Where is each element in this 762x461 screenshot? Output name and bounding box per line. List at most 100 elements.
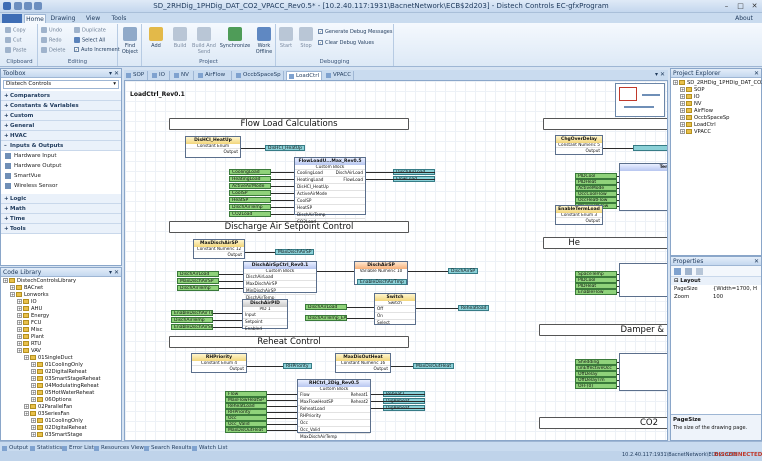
tab-output[interactable]: Output: [0, 444, 28, 452]
expand-icon[interactable]: +: [10, 292, 15, 297]
block-damper-right[interactable]: [619, 353, 667, 391]
wire-tag[interactable]: EnableDischAirTmp: [171, 310, 213, 316]
code-library-item[interactable]: +03SeriesFan: [3, 411, 119, 418]
paste-button[interactable]: Paste: [5, 47, 27, 54]
tag-maxdisoutheat[interactable]: MaxDisOutHeat: [413, 363, 455, 369]
wire-tag[interactable]: Shedding: [575, 359, 617, 365]
block-port[interactable]: Input: [243, 311, 287, 318]
toolbox-item-smartvue[interactable]: SmartVue: [1, 171, 121, 181]
stop-debug-button[interactable]: Stop: [296, 27, 316, 49]
block-port[interactable]: ReheatLoad: [298, 405, 370, 412]
wire-tag[interactable]: ActiveAirMode: [229, 183, 271, 189]
toolbox-category-comparators[interactable]: +Comparators: [1, 91, 121, 101]
wire-tag[interactable]: Occ_Valid: [225, 421, 267, 427]
project-item[interactable]: +IO: [673, 94, 759, 101]
undo-icon[interactable]: [24, 2, 32, 10]
wire-tag[interactable]: ReheatLoad: [225, 403, 267, 409]
wire-tag[interactable]: OccHeatFlow: [575, 197, 617, 203]
block-dischairspctrl[interactable]: DischAirSpCtrl_Rev0.1 Custom Block Disch…: [243, 261, 317, 300]
tag-rhpriority[interactable]: RHPriority: [283, 363, 312, 369]
tag-dishci-heatup[interactable]: DisHCI_HeatUp: [265, 145, 305, 151]
find-object-button[interactable]: Find Object: [116, 27, 144, 55]
tab-drawing[interactable]: Drawing: [50, 15, 76, 22]
toolbox-item-hardware-input[interactable]: Hardware Input: [1, 151, 121, 161]
expand-icon[interactable]: +: [31, 397, 36, 402]
add-button[interactable]: Add: [142, 27, 170, 49]
block-port[interactable]: Enabled: [243, 325, 287, 332]
block-port[interactable]: CoolSP: [295, 197, 365, 204]
wire-tag[interactable]: CoolingLoad: [229, 169, 271, 175]
tag-enabledischairtmp[interactable]: EnableDischAirTmp: [357, 279, 407, 285]
wire-tag[interactable]: SpaceTemp: [575, 271, 617, 277]
code-library-item[interactable]: +Plant: [3, 334, 119, 341]
code-library-item[interactable]: +04ModulatingReheat: [3, 383, 119, 390]
pin-icon[interactable]: ✕: [753, 70, 759, 77]
block-port[interactable]: Setpoint: [243, 318, 287, 325]
expand-icon[interactable]: +: [17, 341, 22, 346]
wire-tag[interactable]: Flow: [225, 391, 267, 397]
expand-icon[interactable]: +: [680, 87, 685, 92]
expand-icon[interactable]: +: [31, 362, 36, 367]
project-item[interactable]: +VPACC: [673, 129, 759, 136]
categorized-icon[interactable]: [674, 268, 681, 275]
pin-icon[interactable]: ▾ ✕: [109, 269, 119, 276]
toolbox-item-hardware-output[interactable]: Hardware Output: [1, 161, 121, 171]
block-port[interactable]: Occ_Valid: [298, 426, 370, 433]
block-enabletermload[interactable]: EnableTermLoad Constant Enum 3 Output: [555, 205, 603, 225]
block-port[interactable]: DischAirTemp: [295, 211, 365, 218]
expand-icon[interactable]: +: [17, 313, 22, 318]
alphabetical-icon[interactable]: [684, 268, 692, 275]
wire-tag[interactable]: DischAirTemp: [171, 317, 213, 323]
minimize-button[interactable]: –: [724, 2, 729, 10]
block-port[interactable]: Occ: [298, 419, 370, 426]
tag-maxdischairsp[interactable]: MaxDischAirSP: [275, 249, 315, 255]
expand-icon[interactable]: +: [17, 327, 22, 332]
wire-tag[interactable]: OffDelayTm: [575, 377, 617, 383]
doc-tab-occbspacesp[interactable]: OccbSpaceSp: [234, 71, 284, 80]
expand-icon[interactable]: +: [24, 404, 29, 409]
block-port[interactable]: Select: [375, 319, 415, 326]
clear-debug-values-checkbox[interactable]: ✓Clear Debug Values: [318, 40, 375, 46]
toolbox-category-logic[interactable]: +Logic: [1, 194, 121, 204]
minimap[interactable]: [615, 83, 665, 117]
close-tab-icon[interactable]: ▾ ✕: [655, 71, 665, 78]
expand-icon[interactable]: +: [31, 383, 36, 388]
cut-button[interactable]: Cut: [5, 37, 22, 44]
code-library-item[interactable]: +01SingleDuct: [3, 355, 119, 362]
work-offline-button[interactable]: Work Offline: [250, 27, 278, 55]
redo-icon[interactable]: [34, 2, 42, 10]
project-item[interactable]: +SD_2RHDig_1PHDig_DAT_CO2: [673, 80, 762, 87]
tab-watch-list[interactable]: Watch List: [190, 444, 228, 452]
toolbox-category-tools[interactable]: +Tools: [1, 224, 121, 234]
wire-tag[interactable]: HeatSP: [229, 197, 271, 203]
duplicate-button[interactable]: Duplicate: [74, 27, 106, 34]
property-pagesize[interactable]: PageSize{Width=1700, H: [671, 285, 761, 293]
expand-icon[interactable]: +: [31, 369, 36, 374]
code-library-item[interactable]: +FCU: [3, 320, 119, 327]
wire-tag[interactable]: DischAirTemp_EA: [305, 315, 347, 321]
block-output-port[interactable]: Reheat2: [350, 399, 368, 404]
doc-tab-loadctrl[interactable]: LoadCtrl: [286, 71, 322, 80]
expand-icon[interactable]: +: [17, 320, 22, 325]
start-debug-button[interactable]: Start: [276, 27, 296, 49]
pin-icon[interactable]: ▾ ✕: [109, 70, 119, 77]
block-maxdisoutheat[interactable]: MaxDisOutHeat Constant Numeric 16 Output: [335, 353, 391, 373]
tab-resources-viewer[interactable]: Resources Viewer: [92, 444, 150, 452]
block-port[interactable]: MaxDischAirTemp: [298, 433, 370, 440]
expand-icon[interactable]: +: [680, 115, 685, 120]
project-item[interactable]: +LoadCtrl: [673, 122, 759, 129]
tab-tools[interactable]: Tools: [111, 15, 127, 22]
auto-increment-checkbox[interactable]: ✓Auto Increment: [74, 47, 120, 53]
block-port[interactable]: CO2Load: [295, 218, 365, 225]
expand-icon[interactable]: +: [680, 101, 685, 106]
toolbox-category-general[interactable]: +General: [1, 121, 121, 131]
code-library-item[interactable]: +Misc: [3, 327, 119, 334]
expand-icon[interactable]: +: [31, 432, 36, 437]
wire-tag[interactable]: OccCoolFlow: [575, 191, 617, 197]
doc-tab-sop[interactable]: SOP: [124, 71, 148, 80]
tag-reheatload[interactable]: Reheatload: [458, 305, 490, 311]
